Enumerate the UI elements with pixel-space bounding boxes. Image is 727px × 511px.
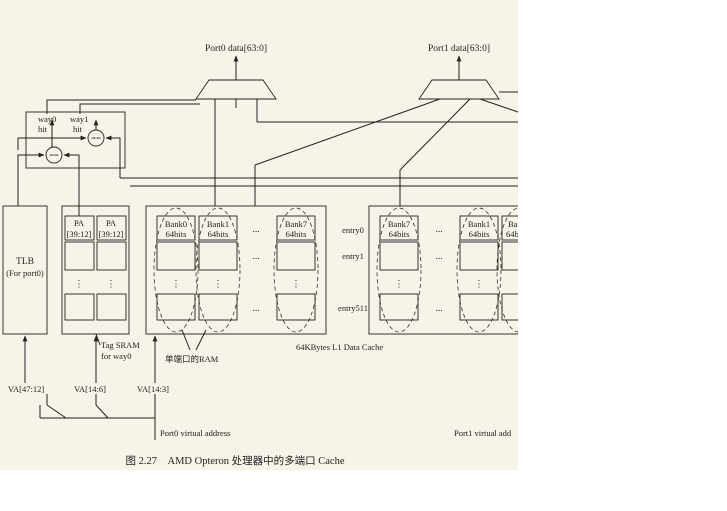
bank-vdots: ⋮: [394, 280, 404, 290]
comparator-way1-symbol: ==: [91, 133, 101, 143]
tag-cell: [64, 241, 95, 271]
bank-ellipsis: ...: [252, 304, 259, 314]
tag-sram-pointer: [95, 333, 101, 346]
bank-ellipsis: ...: [435, 304, 442, 314]
hit-compare-box: [25, 111, 126, 169]
way0-label: way0: [38, 114, 56, 124]
bank1-label: Bank1: [468, 219, 490, 229]
bank-ellipsis: ...: [252, 225, 259, 235]
bank7-label: Bank7: [388, 219, 410, 229]
tag-cell: [64, 293, 95, 321]
port0-virtual-address-label: Port0 virtual address: [160, 428, 230, 438]
bank-vdots: ⋮: [291, 280, 301, 290]
way1-hit-label: hit: [73, 124, 83, 134]
port1-data-label: Port1 data[63:0]: [428, 44, 490, 54]
bank0-label: Bank0: [165, 219, 187, 229]
bank-partial-bits: 64bits: [506, 229, 518, 239]
way0-hit-label: hit: [38, 124, 48, 134]
pa-bits-way0: [39:12]: [66, 229, 91, 239]
port0-mux: [195, 55, 277, 100]
tag-sram-label: Tag SRAM: [101, 340, 140, 350]
tag-vdots: ⋮: [74, 280, 84, 290]
bank-ellipsis: ...: [435, 225, 442, 235]
port0-bank-cells: [156, 215, 316, 321]
way1-label: way1: [70, 114, 88, 124]
second-bank-cells: [379, 215, 518, 321]
tag-pa-cell-way0: [64, 215, 95, 241]
tag-pa-cell-way1: [96, 215, 127, 241]
tlb-sub-label: (For port0): [6, 268, 44, 278]
port0-bank-group: [145, 205, 327, 335]
pa-label-way0: PA: [74, 218, 85, 228]
bank7-label: Bank7: [285, 219, 307, 229]
bank-vdots: ⋮: [474, 280, 484, 290]
bank-ellipsis: ...: [252, 252, 259, 262]
bank-vdots: ⋮: [171, 280, 181, 290]
cache-diagram: Port0 data[63:0] Port1 data[63:0] way0 h…: [2, 44, 518, 467]
entry1-label: entry1: [342, 251, 364, 261]
tag-cell: [96, 241, 127, 271]
way-select-lines: [46, 99, 200, 114]
bank-to-mux-lines: [214, 98, 518, 206]
bank0-bits: 64bits: [166, 229, 187, 239]
bank1-label: Bank1: [207, 219, 229, 229]
bank1-bits: 64bits: [208, 229, 229, 239]
comparator-way1-icon: [87, 129, 105, 147]
second-bank-dashed-ovals: [376, 207, 518, 333]
comparator-input-lines: [17, 135, 518, 216]
address-lines: [22, 335, 158, 440]
va-14-3-label: VA[14:3]: [137, 384, 169, 394]
tag-sram-sub-label: for way0: [101, 351, 131, 361]
port0-data-label: Port0 data[63:0]: [205, 44, 267, 54]
bank-partial-label: Ba: [508, 219, 518, 229]
entry0-label: entry0: [342, 225, 364, 235]
bank7-bits: 64bits: [286, 229, 307, 239]
diagram-image: Port0 data[63:0] Port1 data[63:0] way0 h…: [0, 0, 518, 470]
bank-ellipsis: ...: [435, 252, 442, 262]
single-port-ram-pointer: [181, 329, 207, 351]
tlb-label: TLB: [16, 257, 34, 267]
va-47-12-label: VA[47:12]: [8, 384, 44, 394]
comparator-way0-symbol: ==: [49, 150, 59, 160]
bank-vdots: ⋮: [213, 280, 223, 290]
tlb-box: [2, 205, 48, 335]
bank7-bits: 64bits: [389, 229, 410, 239]
bank1-bits: 64bits: [469, 229, 490, 239]
single-port-ram-label: 单端口的RAM: [165, 354, 219, 364]
comparator-way0-icon: [45, 146, 63, 164]
port1-mux: [418, 55, 500, 100]
port0-bank-dashed-ovals: [153, 207, 319, 333]
pa-label-way1: PA: [106, 218, 117, 228]
figure-caption: 图 2.27 AMD Opteron 处理器中的多端口 Cache: [125, 454, 344, 467]
second-bank-group: [368, 205, 518, 335]
tag-cell: [96, 293, 127, 321]
pa-bits-way1: [39:12]: [98, 229, 123, 239]
va-14-6-label: VA[14:6]: [74, 384, 106, 394]
tag-sram-box: [61, 205, 130, 335]
entry511-label: entry511: [338, 303, 368, 313]
l1-cache-label: 64KBytes L1 Data Cache: [296, 342, 383, 352]
tag-vdots: ⋮: [106, 280, 116, 290]
port1-virtual-address-label: Port1 virtual add: [454, 428, 512, 438]
